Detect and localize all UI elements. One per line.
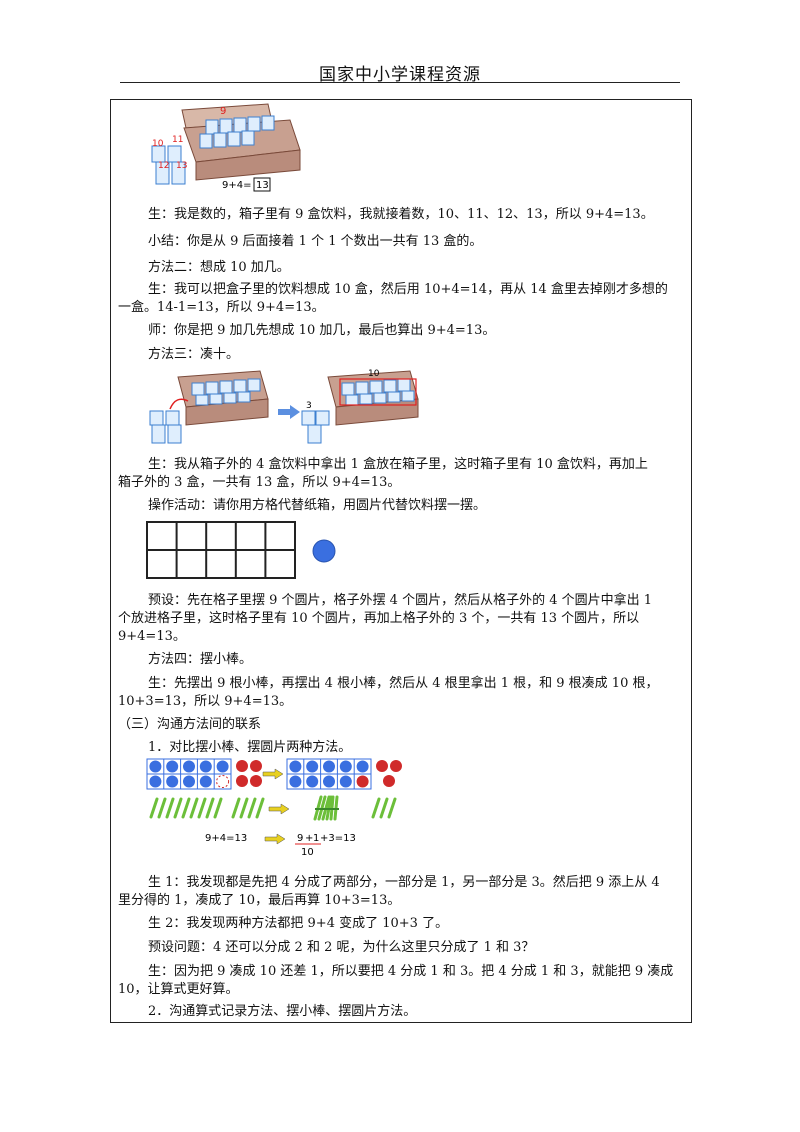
- arrow-right-icon: [268, 803, 290, 815]
- page-header: 国家中小学课程资源: [319, 65, 481, 85]
- paragraph-17a: 生：因为把 9 凑成 10 还差 1，所以要把 4 分成 1 和 3。把 4 分…: [148, 964, 674, 979]
- paragraph-7b: 箱子外的 3 盒，一共有 13 盒，所以 9+4=13。: [118, 475, 401, 490]
- figure-box-counting: 9 10 11 12 13 9+4= 13: [151, 103, 301, 192]
- paragraph-7a: 生：我从箱子外的 4 盒饮料中拿出 1 盒放在箱子里，这时箱子里有 10 盒饮料…: [148, 457, 648, 472]
- equation-make-ten-plus: +: [305, 833, 313, 844]
- paragraph-9c: 9+4=13。: [118, 629, 186, 644]
- paragraph-14a: 生 1：我发现都是先把 4 分成了两部分，一部分是 1，另一部分是 3。然后把 …: [148, 875, 660, 890]
- answer-box: [253, 177, 271, 192]
- paragraph-14b: 里分得的 1，凑成了 10，最后再算 10+3=13。: [118, 893, 401, 908]
- box-before: [149, 370, 269, 444]
- paragraph-8: 操作活动：请你用方格代替纸箱，用圆片代替饮料摆一摆。: [148, 498, 487, 513]
- label-9: 9: [220, 106, 226, 117]
- paragraph-16: 预设问题：4 还可以分成 2 和 2 呢，为什么这里只分成了 1 和 3？: [148, 940, 535, 955]
- figure-compare-methods: 9+4=13 9 + 1 +3=13 10: [146, 758, 402, 858]
- paragraph-2: 小结：你是从 9 后面接着 1 个 1 个数出一共有 13 盒的。: [148, 234, 483, 249]
- paragraph-5: 师：你是把 9 加几先想成 10 加几，最后也算出 9+4=13。: [148, 323, 496, 338]
- section-heading-3: （三）沟通方法间的联系: [118, 717, 262, 732]
- ten-frame-grid: [146, 521, 296, 579]
- arrow-right-icon: [278, 405, 300, 419]
- equation-make-ten-9: 9: [297, 833, 303, 844]
- chip-frame-after: [286, 758, 402, 790]
- equation-make-ten-rest: +3=13: [320, 833, 356, 844]
- label-10: 10: [152, 139, 164, 149]
- label-13: 13: [176, 161, 187, 171]
- outside-drinks: [151, 145, 186, 185]
- label-11: 11: [172, 135, 183, 145]
- equation-make-ten-1: 1: [313, 833, 319, 844]
- box-drinks: [199, 115, 275, 149]
- paragraph-10: 方法四：摆小棒。: [148, 652, 253, 667]
- paragraph-9b: 个放进格子里，这时格子里有 10 个圆片，再加上格子外的 3 个，一共有 13 …: [118, 611, 640, 626]
- equation-answer: 13: [256, 180, 269, 191]
- paragraph-3: 方法二：想成 10 加几。: [148, 260, 290, 275]
- content-frame: [110, 99, 692, 1023]
- paragraph-11b: 10+3=13，所以 9+4=13。: [118, 694, 293, 709]
- chip-frame-before: [146, 758, 262, 790]
- blue-chip: [312, 539, 336, 563]
- box-front: [195, 149, 301, 181]
- arrow-right-icon: [264, 833, 286, 845]
- paragraph-13: 1．对比摆小棒、摆圆片两种方法。: [148, 740, 352, 755]
- paragraph-17b: 10，让算式更好算。: [118, 982, 239, 997]
- figure-ten-frame: [146, 521, 336, 579]
- label-12: 12: [158, 161, 169, 171]
- paragraph-11a: 生：先摆出 9 根小棒，再摆出 4 根小棒，然后从 4 根里拿出 1 根，和 9…: [148, 676, 659, 691]
- label-3: 3: [306, 401, 312, 411]
- sticks-before: [149, 797, 265, 819]
- paragraph-9a: 预设：先在格子里摆 9 个圆片，格子外摆 4 个圆片，然后从格子外的 4 个圆片…: [148, 593, 653, 608]
- equation-left: 9+4=: [222, 180, 251, 191]
- paragraph-15: 生 2：我发现两种方法都把 9+4 变成了 10+3 了。: [148, 916, 449, 931]
- paragraph-6: 方法三：凑十。: [148, 347, 240, 362]
- header-rule: [120, 82, 680, 83]
- paragraph-18: 2．沟通算式记录方法、摆小棒、摆圆片方法。: [148, 1004, 417, 1019]
- paragraph-4b: 一盒。14-1=13，所以 9+4=13。: [118, 300, 325, 315]
- arrow-right-icon: [262, 768, 284, 780]
- paragraph-4a: 生：我可以把盒子里的饮料想成 10 盒，然后用 10+4=14，再从 14 盒里…: [148, 282, 668, 297]
- figure-make-ten: 3 10: [149, 369, 419, 444]
- equation-under-10: 10: [301, 847, 314, 858]
- paragraph-1: 生：我是数的，箱子里有 9 盒饮料，我就接着数，10、11、12、13，所以 9…: [148, 207, 654, 222]
- equation-nine-plus-four: 9+4=13: [205, 833, 247, 844]
- box-after: [301, 370, 419, 444]
- label-10-box: 10: [368, 369, 380, 379]
